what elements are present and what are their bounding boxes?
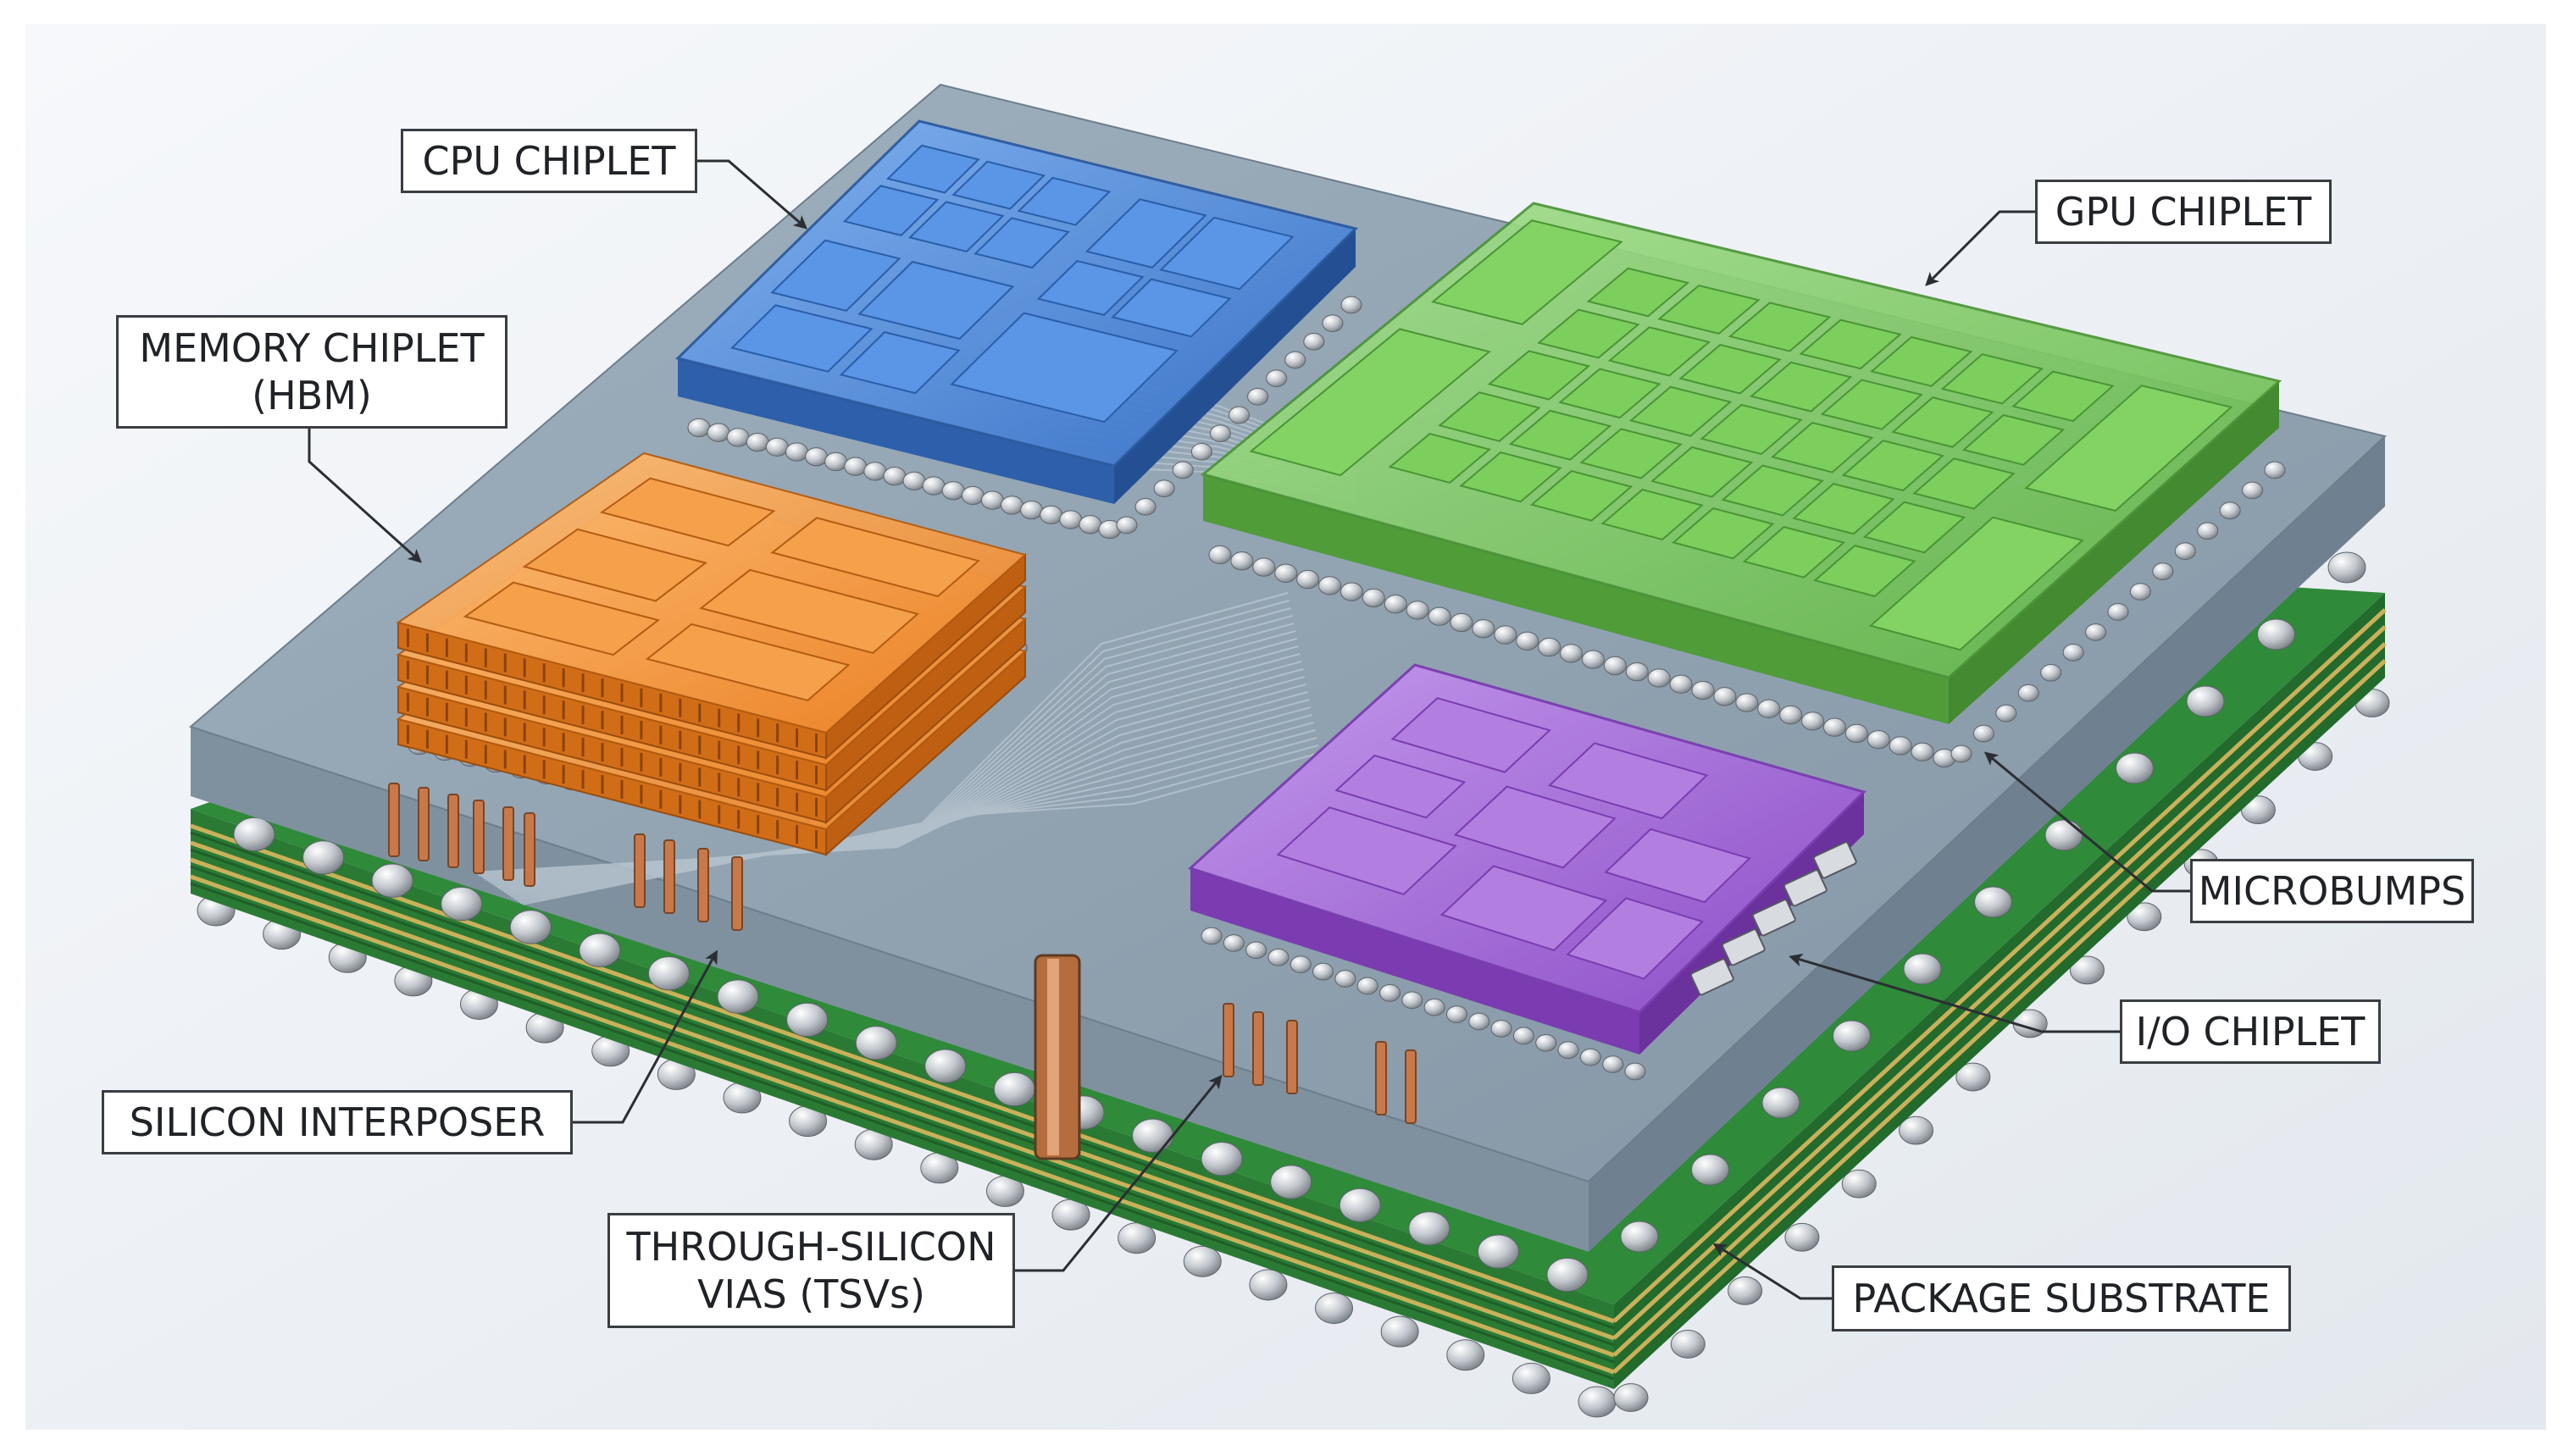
leader-tsv [1015, 1074, 1223, 1272]
label-memory-text-2: (HBM) [252, 373, 372, 418]
label-microbumps-text: MICROBUMPS [2198, 868, 2466, 914]
label-microbumps: MICROBUMPS [2190, 859, 2474, 923]
label-interposer-text: SILICON INTERPOSER [129, 1099, 546, 1145]
label-tsv: THROUGH-SILICON VIAS (TSVs) [607, 1213, 1015, 1328]
tsv-columns [388, 783, 1417, 1124]
label-cpu-text: CPU CHIPLET [422, 138, 676, 184]
cpu-chiplet [675, 119, 1362, 540]
label-substrate-text: PACKAGE SUBSTRATE [1852, 1276, 2271, 1321]
label-memory-chiplet: MEMORY CHIPLET (HBM) [116, 315, 507, 429]
gpu-chiplet [1200, 202, 2286, 768]
interposer-bumps [233, 551, 2366, 1293]
label-tsv-text-2: VIAS (TSVs) [697, 1271, 925, 1317]
label-gpu-text: GPU CHIPLET [2055, 189, 2312, 235]
leader-gpu [1925, 210, 2038, 286]
memory-chiplet-hbm [396, 451, 1028, 857]
leader-interposer [572, 949, 718, 1124]
label-io-chiplet: I/O CHIPLET [2120, 999, 2381, 1064]
label-gpu-chiplet: GPU CHIPLET [2035, 180, 2332, 244]
label-silicon-interposer: SILICON INTERPOSER [102, 1090, 573, 1154]
label-cpu-chiplet: CPU CHIPLET [401, 129, 697, 193]
leader-cpu [696, 159, 808, 230]
label-tsv-text-1: THROUGH-SILICON [626, 1224, 996, 1270]
leader-memory [308, 428, 422, 563]
label-io-text: I/O CHIPLET [2135, 1009, 2366, 1055]
label-package-substrate: PACKAGE SUBSTRATE [1832, 1265, 2291, 1331]
io-chiplet [1188, 663, 1866, 1081]
leader-lines [308, 159, 2193, 1300]
label-memory-text-1: MEMORY CHIPLET [139, 325, 485, 371]
leader-io [1789, 953, 2122, 1033]
leader-microbumps [1983, 751, 2193, 893]
leader-substrate [1712, 1243, 1834, 1300]
